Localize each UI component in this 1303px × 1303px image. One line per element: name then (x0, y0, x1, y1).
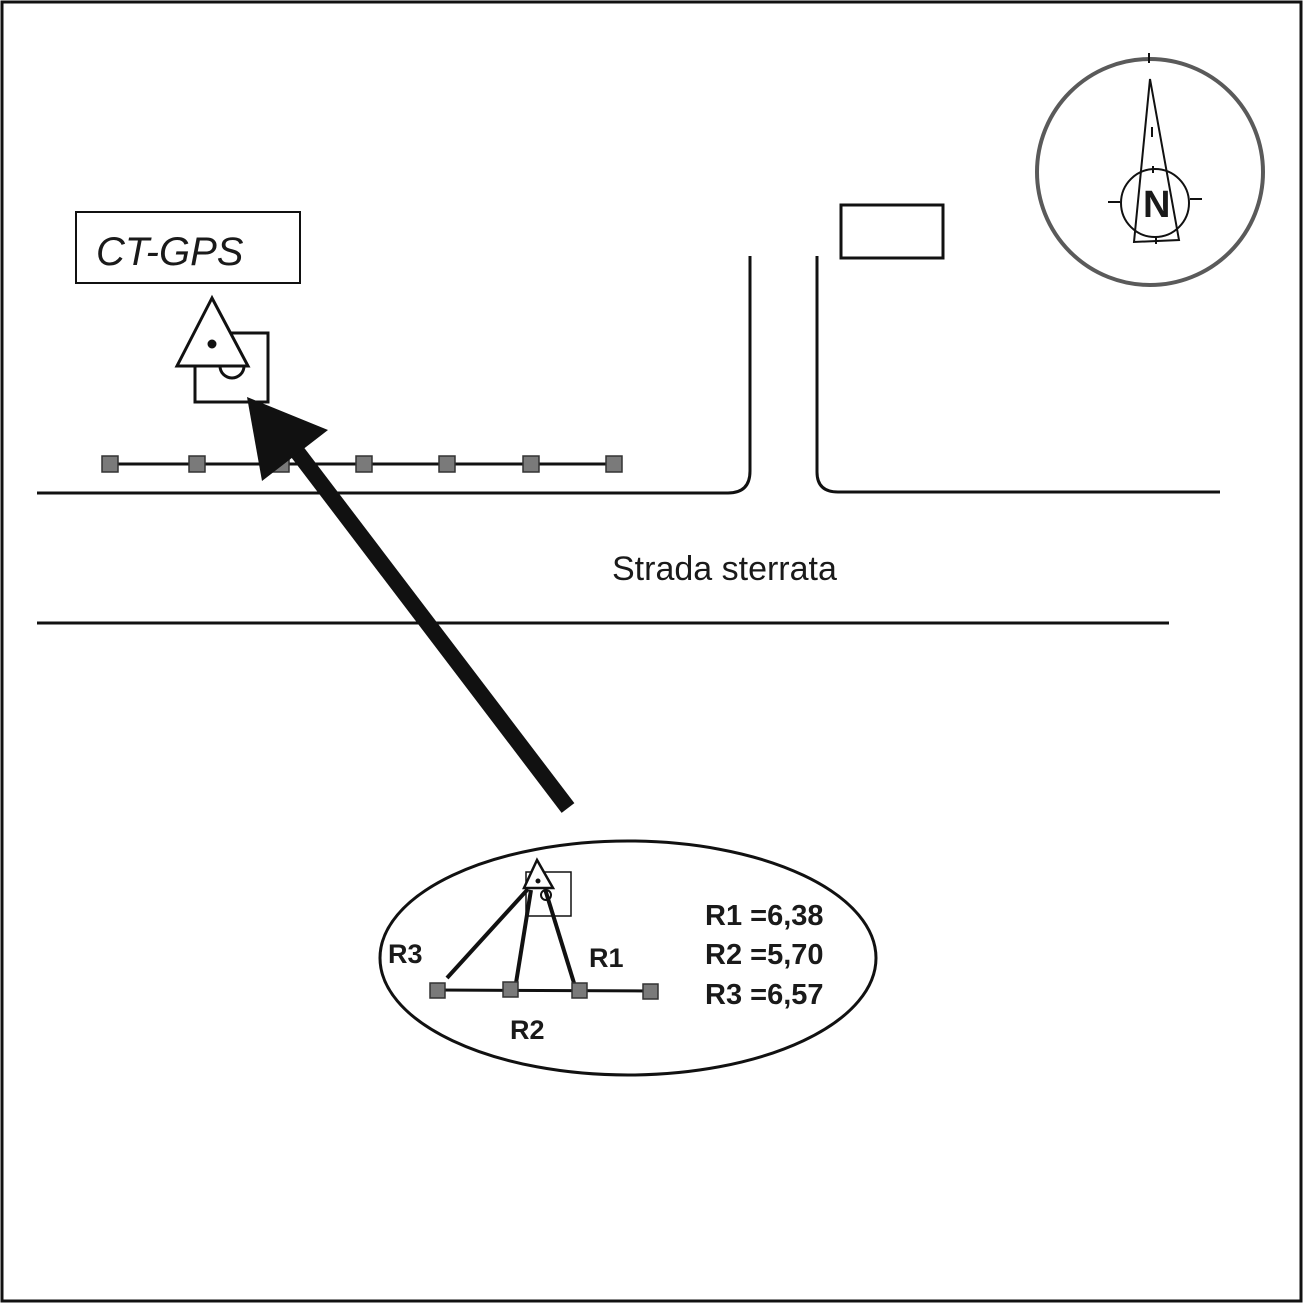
label-r3: R3 (388, 939, 423, 969)
value-r2: R2 =5,70 (705, 939, 824, 971)
north-arrow-icon (1035, 53, 1265, 287)
pointer-arrow (247, 397, 575, 813)
station-label: CT-GPS (96, 230, 244, 274)
station-label-box (75, 211, 301, 284)
compass-letter: N (1143, 184, 1170, 226)
building (839, 203, 945, 260)
road-label: Strada sterrata (612, 550, 837, 588)
inset-sensors (429, 981, 659, 1000)
label-r1: R1 (589, 943, 624, 973)
gps-station-icon (174, 294, 270, 404)
value-r1: R1 =6,38 (705, 900, 824, 932)
detail-inset (378, 839, 878, 1077)
value-r3: R3 =6,57 (705, 979, 824, 1011)
label-r2: R2 (510, 1015, 545, 1045)
inset-distance-lines (436, 887, 651, 993)
road (37, 256, 1220, 625)
